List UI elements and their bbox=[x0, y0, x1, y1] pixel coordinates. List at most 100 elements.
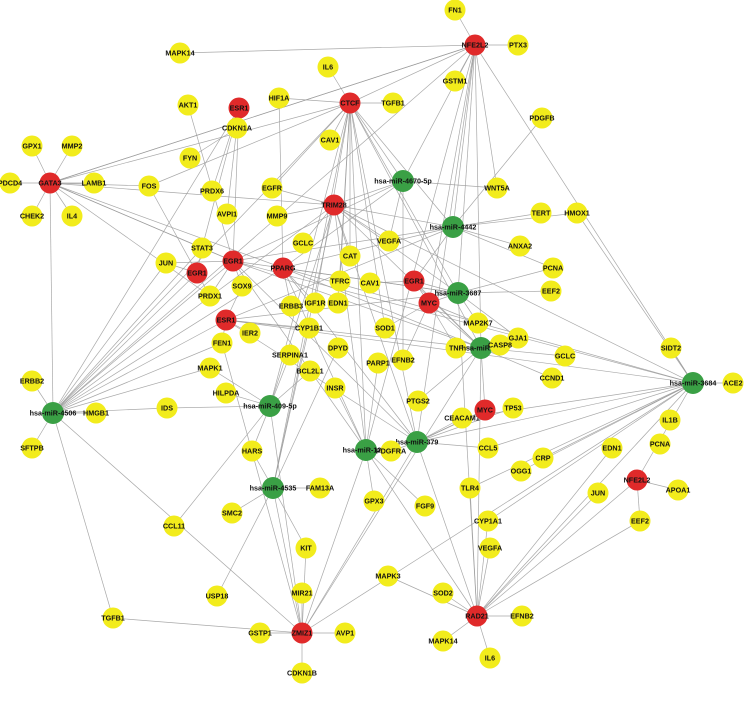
node-vegfaa[interactable]: VEGFA bbox=[377, 230, 401, 252]
node-hsa4095[interactable]: hsa-miR-409-5p bbox=[243, 395, 297, 417]
node-pcnab[interactable]: PCNA bbox=[649, 433, 671, 455]
node-ace2[interactable]: ACE2 bbox=[722, 372, 744, 394]
node-efnb2a[interactable]: EFNB2 bbox=[391, 349, 415, 371]
node-nfe2l2b[interactable]: NFE2L2 bbox=[624, 469, 651, 491]
node-gja1[interactable]: GJA1 bbox=[507, 327, 529, 349]
node-pcnaa[interactable]: PCNA bbox=[542, 257, 564, 279]
node-sftpb[interactable]: SFTPB bbox=[20, 437, 44, 459]
node-fen1[interactable]: FEN1 bbox=[211, 332, 233, 354]
node-ptgs2[interactable]: PTGS2 bbox=[406, 390, 430, 412]
node-zmiz1[interactable]: ZMIZ1 bbox=[291, 622, 313, 644]
node-bcl2l1[interactable]: BCL2L1 bbox=[296, 360, 324, 382]
node-sod2[interactable]: SOD2 bbox=[432, 582, 454, 604]
node-tfrc[interactable]: TFRC bbox=[329, 270, 351, 292]
node-stat3[interactable]: STAT3 bbox=[191, 237, 213, 259]
node-cdkn1b[interactable]: CDKN1B bbox=[287, 662, 317, 684]
node-pdgfb[interactable]: PDGFB bbox=[529, 107, 555, 129]
node-chek2[interactable]: CHEK2 bbox=[20, 205, 44, 227]
node-nfe2l2a[interactable]: NFE2L2 bbox=[462, 34, 489, 56]
node-pdcd4[interactable]: PDCD4 bbox=[0, 172, 22, 194]
node-fn1[interactable]: FN1 bbox=[444, 0, 466, 21]
node-ptx3[interactable]: PTX3 bbox=[507, 34, 529, 56]
node-esr1b[interactable]: ESR1 bbox=[215, 309, 237, 331]
node-sod1[interactable]: SOD1 bbox=[374, 317, 396, 339]
node-hmgb1[interactable]: HMGB1 bbox=[83, 402, 109, 424]
node-ids[interactable]: IDS bbox=[156, 397, 178, 419]
node-fos[interactable]: FOS bbox=[138, 175, 160, 197]
node-prdx6[interactable]: PRDX6 bbox=[200, 180, 224, 202]
node-hilpda[interactable]: HILPDA bbox=[213, 382, 240, 404]
node-ogg1[interactable]: OGG1 bbox=[510, 460, 532, 482]
node-esr1a[interactable]: ESR1 bbox=[228, 97, 250, 119]
node-gpx1[interactable]: GPX1 bbox=[21, 135, 43, 157]
node-ier2[interactable]: IER2 bbox=[239, 322, 261, 344]
node-avpi1[interactable]: AVPI1 bbox=[216, 203, 238, 225]
node-sox9[interactable]: SOX9 bbox=[231, 275, 253, 297]
node-fyn[interactable]: FYN bbox=[179, 147, 201, 169]
node-ccl5[interactable]: CCL5 bbox=[477, 437, 499, 459]
node-egr1a[interactable]: EGR1 bbox=[222, 250, 244, 272]
node-hsa4535[interactable]: hsa-miR-4535 bbox=[250, 477, 297, 499]
node-il4[interactable]: IL4 bbox=[61, 205, 83, 227]
node-il6b[interactable]: IL6 bbox=[479, 647, 501, 669]
node-avp1[interactable]: AVP1 bbox=[334, 622, 356, 644]
node-ceacam1[interactable]: CEACAM1 bbox=[444, 407, 480, 429]
node-usp18[interactable]: USP18 bbox=[206, 585, 229, 607]
node-tgfb1b[interactable]: TGFB1 bbox=[101, 607, 125, 629]
node-mycb[interactable]: MYC bbox=[474, 399, 496, 421]
node-mir21[interactable]: MIR21 bbox=[291, 582, 313, 604]
node-eef2b[interactable]: EEF2 bbox=[629, 510, 651, 532]
node-gpx3[interactable]: GPX3 bbox=[363, 490, 385, 512]
node-edn1a[interactable]: EDN1 bbox=[327, 292, 349, 314]
node-cav1b[interactable]: CAV1 bbox=[359, 272, 381, 294]
node-gata3[interactable]: GATA3 bbox=[38, 172, 62, 194]
node-serpina1[interactable]: SERPINA1 bbox=[272, 344, 308, 366]
node-hsa3684[interactable]: hsa-miR-3684 bbox=[670, 372, 717, 394]
node-parp1[interactable]: PARP1 bbox=[366, 352, 390, 374]
node-fam13a[interactable]: FAM13A bbox=[306, 477, 334, 499]
node-apoa1[interactable]: APOA1 bbox=[666, 479, 691, 501]
node-hsa16[interactable]: hsa-miR-16 bbox=[462, 337, 501, 359]
node-tlr4[interactable]: TLR4 bbox=[459, 477, 481, 499]
node-il1b[interactable]: IL1B bbox=[659, 409, 681, 431]
node-crp[interactable]: CRP bbox=[532, 447, 554, 469]
node-hsa4670[interactable]: hsa-miR-4670-5p bbox=[374, 170, 432, 192]
node-smc2[interactable]: SMC2 bbox=[221, 502, 243, 524]
node-cyp1a1[interactable]: CYP1A1 bbox=[474, 510, 502, 532]
node-egr1c[interactable]: EGR1 bbox=[403, 270, 425, 292]
node-hsa379[interactable]: hsa-miR-379 bbox=[396, 431, 439, 453]
node-egfr[interactable]: EGFR bbox=[261, 177, 283, 199]
node-gstm1[interactable]: GSTM1 bbox=[443, 70, 468, 92]
node-ctcf[interactable]: CTCF bbox=[339, 92, 361, 114]
node-dpyd[interactable]: DPYD bbox=[327, 337, 349, 359]
node-insr[interactable]: INSR bbox=[324, 377, 346, 399]
node-hars[interactable]: HARS bbox=[241, 440, 263, 462]
node-edn1b[interactable]: EDN1 bbox=[601, 437, 623, 459]
node-trim28[interactable]: TRIM28 bbox=[321, 194, 347, 216]
node-hmox1[interactable]: HMOX1 bbox=[564, 202, 590, 224]
node-igf1r[interactable]: IGF1R bbox=[304, 292, 326, 314]
node-hif1a[interactable]: HIF1A bbox=[268, 87, 290, 109]
node-junb[interactable]: JUN bbox=[587, 482, 609, 504]
node-cdkn1a[interactable]: CDKN1A bbox=[222, 117, 252, 139]
node-cyp1b1[interactable]: CYP1B1 bbox=[295, 317, 323, 339]
node-egr1b[interactable]: EGR1 bbox=[186, 262, 208, 284]
node-tgfb1a[interactable]: TGFB1 bbox=[381, 92, 405, 114]
node-prdx1[interactable]: PRDX1 bbox=[198, 285, 222, 307]
node-anxa2[interactable]: ANXA2 bbox=[508, 235, 532, 257]
node-tert[interactable]: TERT bbox=[530, 202, 552, 224]
node-gclca[interactable]: GCLC bbox=[292, 232, 314, 254]
node-mapk3[interactable]: MAPK3 bbox=[375, 565, 401, 587]
node-ccl11[interactable]: CCL11 bbox=[163, 515, 185, 537]
node-eef2a[interactable]: EEF2 bbox=[540, 280, 562, 302]
node-myca[interactable]: MYC bbox=[418, 292, 440, 314]
node-hsa1255[interactable]: hsa-miR-1255 bbox=[343, 439, 390, 461]
node-pdgfra[interactable]: PDGFRA bbox=[376, 440, 406, 462]
node-akt1[interactable]: AKT1 bbox=[177, 94, 199, 116]
node-mapk1[interactable]: MAPK1 bbox=[197, 357, 223, 379]
node-efnb2b[interactable]: EFNB2 bbox=[510, 605, 534, 627]
node-juna[interactable]: JUN bbox=[155, 252, 177, 274]
node-il6a[interactable]: IL6 bbox=[317, 56, 339, 78]
node-pparg[interactable]: PPARG bbox=[270, 257, 296, 279]
node-fgf9[interactable]: FGF9 bbox=[414, 495, 436, 517]
